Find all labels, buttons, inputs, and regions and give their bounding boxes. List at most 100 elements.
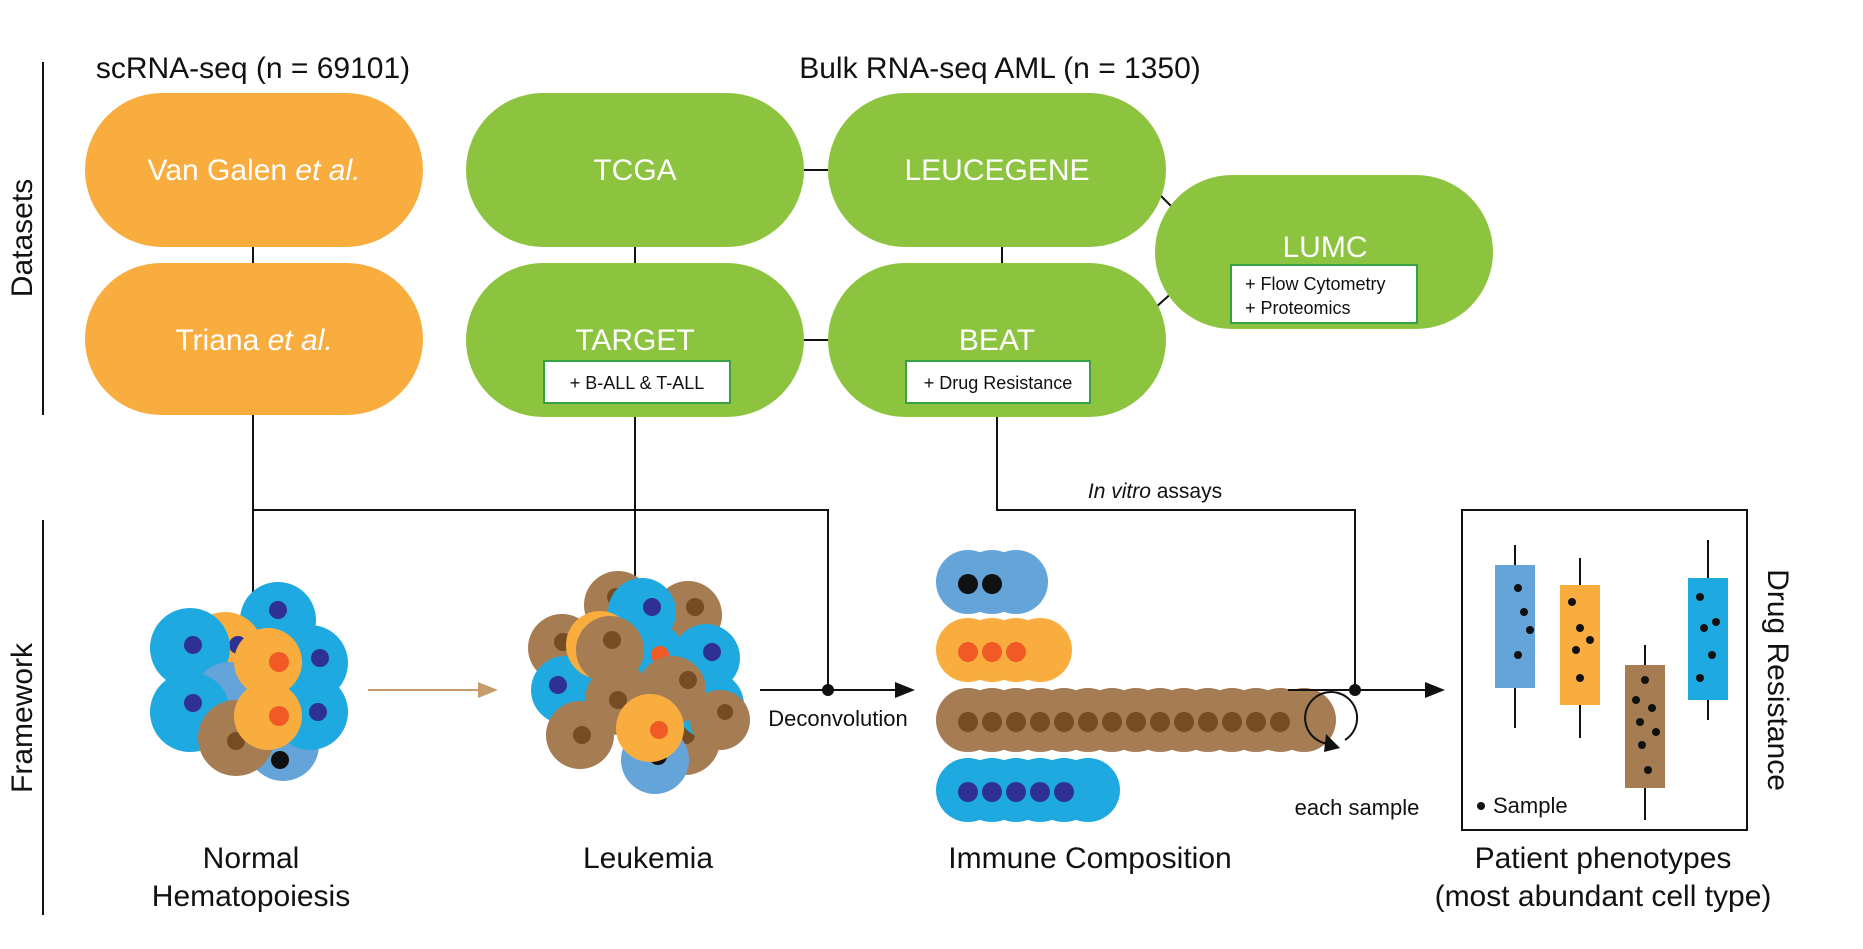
immune-nucleus (1030, 782, 1050, 802)
immune-nucleus (982, 712, 1002, 732)
boxplot-sample-dot (1708, 651, 1716, 659)
framework-side-label: Framework (6, 642, 39, 793)
beat-label: BEAT (959, 324, 1035, 357)
boxplot-sample-dot (1648, 704, 1656, 712)
immune-row-orange (936, 618, 1072, 682)
immune-nucleus (1246, 712, 1266, 732)
normal-cell-cluster (150, 582, 348, 781)
vangalen-label: Van Galen et al. (148, 154, 361, 187)
datasets-side-label: Datasets (6, 179, 39, 297)
boxplot-sample-dot (1712, 618, 1720, 626)
phenotype-junction (1349, 684, 1361, 696)
immune-row-lightblue (936, 550, 1048, 614)
lumc-label: LUMC (1282, 231, 1367, 264)
deconvolution-label: Deconvolution (768, 706, 907, 731)
immune-nucleus (1078, 712, 1098, 732)
immune-nucleus (982, 574, 1002, 594)
caption-leukemia: Leukemia (583, 842, 713, 875)
boxplot-box (1688, 578, 1728, 700)
immune-nucleus (1006, 782, 1026, 802)
each-sample-loop-icon (1304, 691, 1359, 745)
beat-note-box (905, 360, 1091, 404)
immune-nucleus (1126, 712, 1146, 732)
each-sample-loop-arrowhead (1324, 734, 1340, 752)
drug-resistance-side-label: Drug Resistance (1761, 569, 1794, 791)
leukemia-cell-cluster (528, 571, 750, 794)
boxplot-4 (1688, 540, 1728, 720)
triana-pill (85, 263, 423, 415)
boxplot-sample-dot (1636, 718, 1644, 726)
target-note-box (543, 360, 731, 404)
immune-nucleus (1030, 712, 1050, 732)
caption-normal-1: Normal (203, 842, 300, 875)
boxplot-sample-dot (1514, 651, 1522, 659)
immune-nucleus (958, 574, 978, 594)
each-sample-label: each sample (1295, 795, 1420, 820)
scrna-header: scRNA-seq (n = 69101) (96, 52, 410, 85)
boxplot-box (1560, 585, 1600, 705)
immune-nucleus (1054, 782, 1074, 802)
leucegene-label: LEUCEGENE (904, 154, 1089, 187)
boxplot-sample-dot (1576, 674, 1584, 682)
progression-arrow-head (478, 682, 498, 698)
phenotype-arrow-head (1425, 682, 1445, 698)
caption-immune: Immune Composition (948, 842, 1231, 875)
sample-legend-label: Sample (1493, 793, 1568, 818)
immune-nucleus (1006, 712, 1026, 732)
bulk-header: Bulk RNA-seq AML (n = 1350) (799, 52, 1201, 85)
immune-nucleus (958, 642, 978, 662)
deconvolution-junction (822, 684, 834, 696)
immune-nucleus (958, 712, 978, 732)
beat-note: + Drug Resistance (924, 373, 1073, 393)
sample-legend-dot (1477, 802, 1485, 810)
lumc-note-2: + Proteomics (1245, 298, 1351, 318)
tcga-pill (466, 93, 804, 247)
caption-normal-2: Hematopoiesis (152, 880, 350, 913)
tcga-label: TCGA (593, 154, 676, 187)
boxplot-sample-dot (1696, 674, 1704, 682)
leucegene-pill (828, 93, 1166, 247)
boxplot-1 (1495, 545, 1535, 728)
immune-nucleus (1174, 712, 1194, 732)
boxplot-sample-dot (1514, 584, 1522, 592)
lumc-note-box (1230, 264, 1418, 324)
immune-nucleus (1006, 642, 1026, 662)
caption-patient-1: Patient phenotypes (1475, 842, 1732, 875)
in-vitro-label: In vitro assays (1088, 480, 1222, 503)
lumc-note-1: + Flow Cytometry (1245, 274, 1386, 294)
boxplot-sample-dot (1526, 626, 1534, 634)
immune-row-brown (936, 688, 1336, 752)
immune-row-blue (936, 758, 1120, 822)
boxplot-sample-dot (1638, 741, 1646, 749)
immune-nucleus (982, 642, 1002, 662)
immune-nucleus (1054, 712, 1074, 732)
boxplot-sample-dot (1700, 624, 1708, 632)
caption-patient-2: (most abundant cell type) (1435, 880, 1772, 913)
immune-nucleus (1198, 712, 1218, 732)
boxplot-sample-dot (1572, 646, 1580, 654)
boxplot-sample-dot (1568, 598, 1576, 606)
phenotype-boxplots (1495, 540, 1728, 820)
boxplot-3 (1625, 645, 1665, 820)
boxplot-sample-dot (1586, 636, 1594, 644)
boxplot-sample-dot (1576, 624, 1584, 632)
boxplot-sample-dot (1644, 766, 1652, 774)
immune-nucleus (1222, 712, 1242, 732)
target-label: TARGET (575, 324, 694, 357)
boxplot-sample-dot (1641, 676, 1649, 684)
boxplot-sample-dot (1696, 593, 1704, 601)
boxplot-2 (1560, 558, 1600, 738)
immune-nucleus (958, 782, 978, 802)
immune-nucleus (1102, 712, 1122, 732)
boxplot-sample-dot (1632, 696, 1640, 704)
immune-nucleus (982, 782, 1002, 802)
boxplot-sample-dot (1520, 608, 1528, 616)
deconvolution-arrow-head (895, 682, 915, 698)
vangalen-pill (85, 93, 423, 247)
boxplot-sample-dot (1652, 728, 1660, 736)
immune-nucleus (1270, 712, 1290, 732)
immune-composition-bars (936, 550, 1336, 822)
immune-nucleus (1150, 712, 1170, 732)
target-note: + B-ALL & T-ALL (570, 373, 705, 393)
